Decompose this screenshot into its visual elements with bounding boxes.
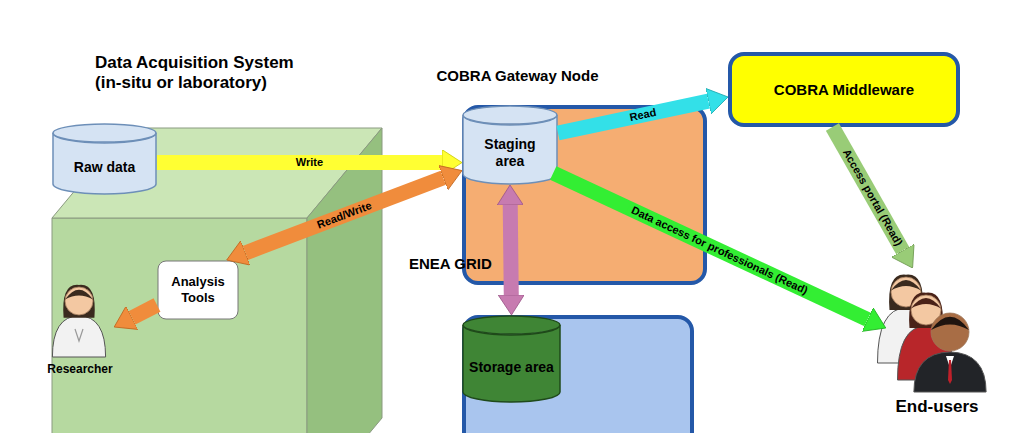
edge-label: Read/Write: [312, 198, 378, 233]
person-label: Researcher: [47, 362, 112, 376]
person-icon: Researcher: [35, 277, 125, 377]
edge-label: Access portal (Read): [838, 143, 907, 252]
flow-arrow: [553, 173, 867, 320]
process-box: COBRA Middleware: [728, 52, 960, 127]
text-wrap: Raw data: [52, 143, 157, 191]
text-wrap: Researcher: [25, 361, 135, 377]
text-wrap: COBRA Gateway Node: [395, 67, 640, 85]
tie: [948, 360, 952, 384]
box-outline: [464, 107, 705, 283]
text-wrap: Data Acquisition System (in-situ or labo…: [95, 53, 310, 94]
person-head: [931, 313, 969, 351]
cylinder-body: [463, 325, 560, 402]
process-box: Analysis Tools: [157, 260, 239, 320]
edge-label: Read: [625, 105, 662, 125]
person-icon: End-users: [876, 268, 998, 418]
flow-arrow: [132, 305, 157, 318]
flow-arrow: [245, 178, 443, 253]
node-label: Data Acquisition System (in-situ or labo…: [95, 53, 310, 94]
database-cylinder: Staging area: [462, 105, 558, 185]
flow-arrow: [157, 155, 442, 170]
box-outline: [730, 54, 958, 125]
flow-arrow: [558, 101, 708, 133]
person-hair: [63, 285, 95, 318]
person-body: [52, 316, 105, 357]
node-label: Storage area: [469, 359, 554, 376]
text-wrap: Analysis Tools: [157, 260, 239, 320]
person-hair: [911, 298, 941, 309]
person-label: End-users: [895, 397, 978, 417]
process-box: Staging area COBRA Gateway Node: [395, 55, 640, 235]
person-hair: [65, 290, 93, 300]
node-label: ENEA GRID: [409, 255, 492, 273]
edge-label: Write: [292, 156, 327, 169]
cylinder-top: [463, 106, 557, 124]
text-wrap: COBRA Middleware: [728, 52, 960, 127]
person-body: [914, 352, 986, 392]
cube-front: [52, 218, 307, 433]
cylinder-body: [463, 115, 557, 184]
text-wrap: Staging area: [462, 125, 558, 181]
node-label: Raw data: [74, 159, 135, 176]
database-cylinder: Raw data: [52, 123, 157, 195]
flow-arrow: [832, 127, 902, 251]
text-wrap: End-users: [866, 396, 1008, 418]
node-label: Staging area: [468, 136, 552, 170]
cylinder-top: [463, 316, 560, 334]
person-hair: [891, 280, 921, 291]
flow-arrow: [510, 205, 511, 295]
text-wrap: Storage area: [462, 335, 561, 399]
system-box: Raw dataAnalysis ToolsResearcher Data Acq…: [35, 15, 365, 400]
node-label: Analysis Tools: [165, 274, 231, 305]
process-box: Storage area ENEA GRID: [395, 243, 627, 418]
person-hair: [931, 317, 969, 330]
node-shape: [876, 268, 998, 418]
node-label: COBRA Gateway Node: [437, 67, 599, 85]
box-outline: [158, 261, 238, 319]
node-label: COBRA Middleware: [774, 81, 914, 99]
end-users-figure: [878, 275, 987, 392]
coat-collar: [75, 329, 83, 341]
edge-label: Data access for professionals (Read): [626, 202, 814, 299]
text-wrap: ENEA GRID: [409, 255, 609, 273]
person-head: [65, 287, 93, 315]
cube-side: [307, 128, 382, 433]
researcher-figure: [52, 285, 105, 357]
database-cylinder: Storage area: [462, 315, 561, 403]
box-outline: [464, 317, 692, 433]
cylinder-top: [53, 124, 156, 142]
